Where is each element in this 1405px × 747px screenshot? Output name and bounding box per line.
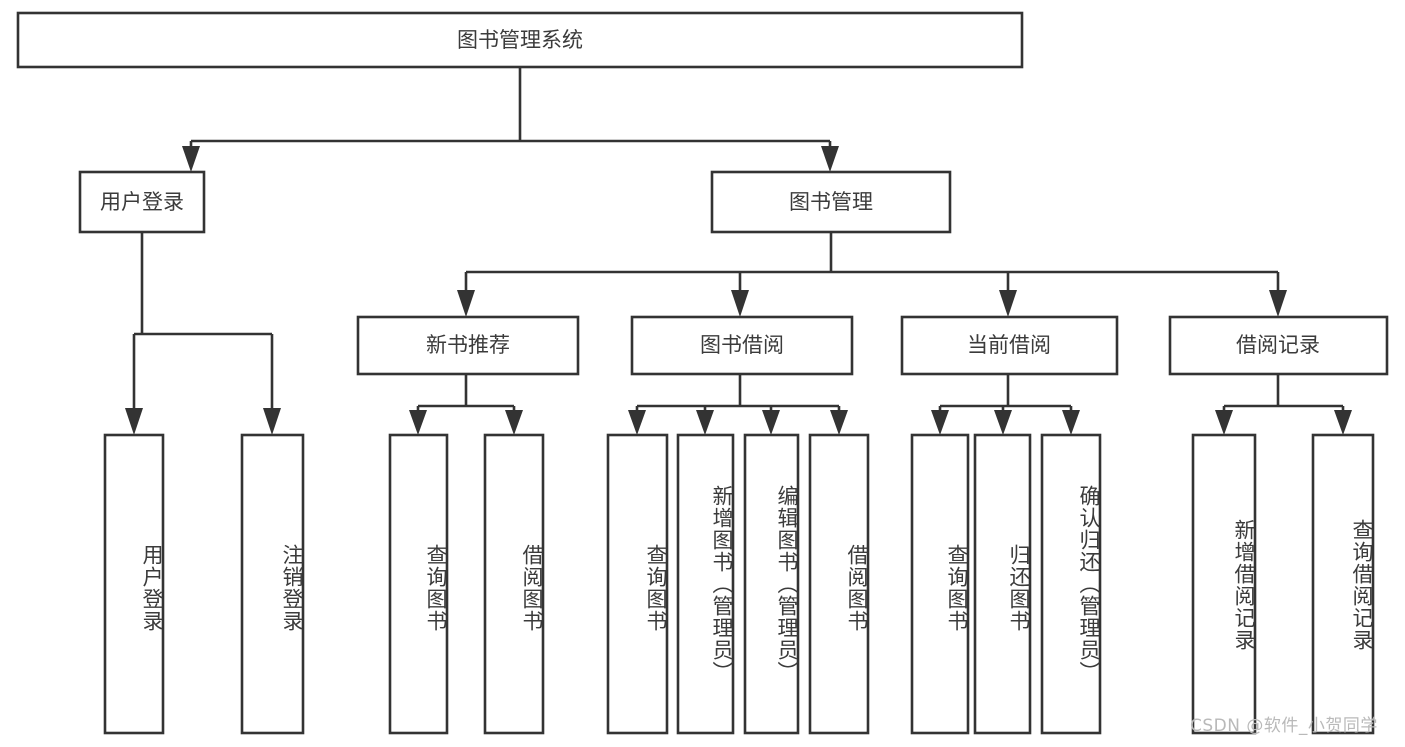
arrowhead-book-manage: [821, 146, 839, 172]
arrowhead-borrow-record: [1269, 290, 1287, 317]
connector-group-user-login: [125, 232, 281, 435]
node-leaf-logout[interactable]: [240, 433, 305, 735]
arrowhead-leaf-borrow-book-2: [830, 410, 848, 435]
node-leaf-return-book[interactable]: [973, 433, 1032, 735]
node-leaf-confirm-return[interactable]: [1040, 433, 1102, 735]
node-leaf-borrow-book-1[interactable]: [483, 433, 545, 735]
node-leaf-add-record[interactable]: [1191, 433, 1257, 735]
connector-group-book-manage: [457, 232, 1287, 317]
node-root-label: 图书管理系统: [457, 28, 583, 52]
arrowhead-book-borrow: [731, 290, 749, 317]
arrowhead-leaf-query-book-1: [409, 410, 427, 435]
node-leaf-query-record[interactable]: [1311, 433, 1375, 735]
node-book-manage[interactable]: [710, 170, 952, 234]
connector-group-root: [182, 67, 839, 172]
node-new-book-rec-label: 新书推荐: [426, 333, 510, 357]
node-leaf-borrow-book-2[interactable]: [808, 433, 870, 735]
connector-group-current-borrow: [931, 374, 1080, 435]
arrowhead-leaf-query-book-2: [628, 410, 646, 435]
arrowhead-leaf-query-record: [1334, 410, 1352, 435]
arrowhead-current-borrow: [999, 290, 1017, 317]
node-current-borrow[interactable]: [900, 315, 1119, 376]
connector-group-book-borrow: [628, 374, 848, 435]
node-book-manage-label: 图书管理: [789, 190, 873, 214]
connector-group-new-book-rec: [409, 374, 523, 435]
node-borrow-record-label: 借阅记录: [1236, 333, 1320, 357]
csdn-watermark: CSDN @软件_小贺同学: [1190, 716, 1378, 736]
arrowhead-leaf-borrow-book-1: [505, 410, 523, 435]
arrowhead-new-book-rec: [457, 290, 475, 317]
node-book-borrow-label: 图书借阅: [700, 333, 784, 357]
arrowhead-leaf-return-book: [994, 410, 1012, 435]
arrowhead-leaf-user-login: [125, 408, 143, 435]
arrowhead-leaf-add-record: [1215, 410, 1233, 435]
node-user-login[interactable]: [78, 170, 206, 234]
node-root[interactable]: [16, 11, 1024, 69]
arrowhead-leaf-confirm-return: [1062, 410, 1080, 435]
node-leaf-query-book-3[interactable]: [910, 433, 970, 735]
node-book-borrow[interactable]: [630, 315, 854, 376]
arrowhead-leaf-query-book-3: [931, 410, 949, 435]
node-leaf-query-book-2[interactable]: [606, 433, 669, 735]
node-borrow-record[interactable]: [1168, 315, 1389, 376]
node-new-book-rec[interactable]: [356, 315, 580, 376]
arrowhead-leaf-edit-book: [762, 410, 780, 435]
node-leaf-edit-book[interactable]: [743, 433, 800, 735]
node-leaf-query-book-1[interactable]: [388, 433, 449, 735]
node-leaf-user-login[interactable]: [103, 433, 165, 735]
node-current-borrow-label: 当前借阅: [967, 333, 1051, 357]
node-user-login-label: 用户登录: [100, 190, 184, 214]
connector-group-borrow-record: [1215, 374, 1352, 435]
node-leaf-add-book[interactable]: [676, 433, 735, 735]
arrowhead-leaf-add-book: [696, 410, 714, 435]
arrowhead-leaf-logout: [263, 408, 281, 435]
arrowhead-user-login: [182, 146, 200, 172]
